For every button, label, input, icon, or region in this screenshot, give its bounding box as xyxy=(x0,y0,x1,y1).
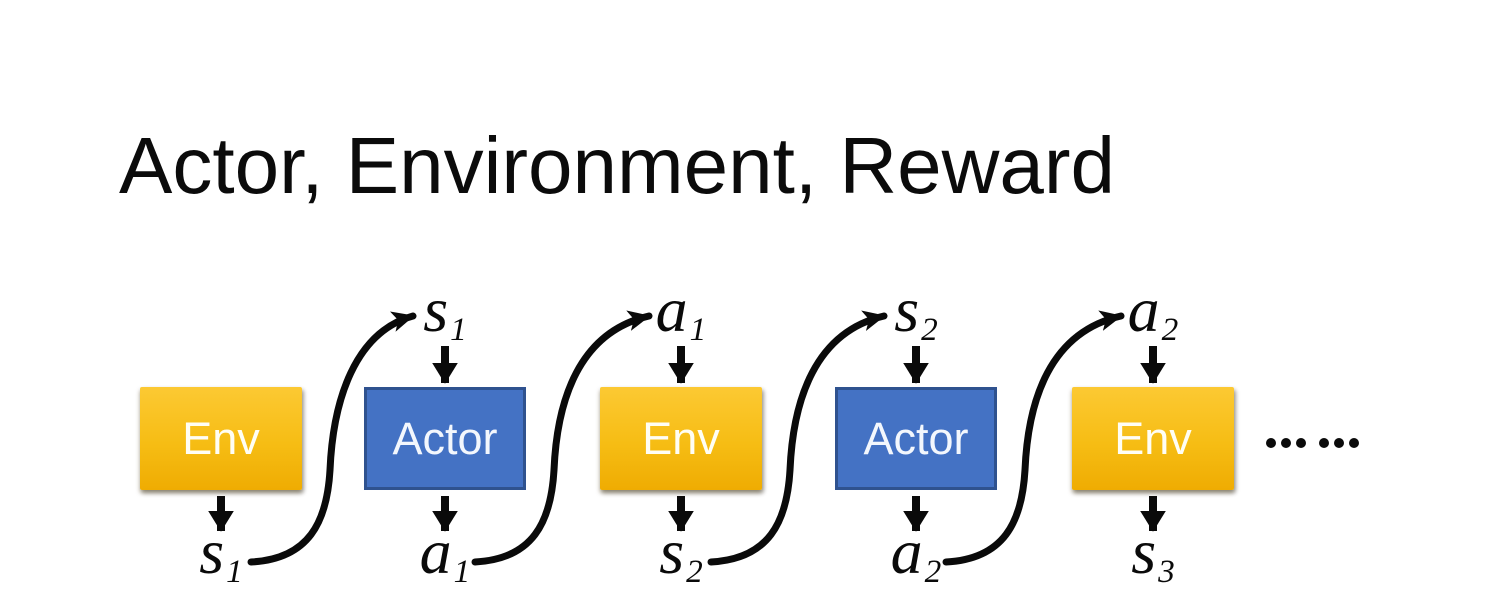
top-label-a1-base: a xyxy=(655,274,688,345)
bottom-label-a1: a1 xyxy=(420,520,471,588)
slide-title: Actor, Environment, Reward xyxy=(119,121,1115,210)
ellipsis-dot xyxy=(1319,438,1329,448)
bottom-label-a2-base: a xyxy=(890,516,923,587)
bottom-label-a2: a2 xyxy=(891,520,942,588)
top-label-s2-base: s xyxy=(894,274,920,345)
bottom-label-s1-base: s xyxy=(199,516,225,587)
bottom-label-a2-sub: 2 xyxy=(924,552,942,590)
env-box-label: Env xyxy=(182,413,260,464)
top-label-s1-sub: 1 xyxy=(450,310,467,348)
top-label-a2: a2 xyxy=(1128,278,1179,346)
actor-box-2: Actor xyxy=(364,387,526,490)
actor-box-label: Actor xyxy=(392,413,498,464)
ellipsis-dot xyxy=(1296,438,1306,448)
env-box-label: Env xyxy=(1114,413,1192,464)
top-label-a2-sub: 2 xyxy=(1161,310,1179,348)
top-label-s2-sub: 2 xyxy=(921,310,938,348)
env-box-label: Env xyxy=(642,413,720,464)
top-label-a1-sub: 1 xyxy=(689,310,707,348)
ellipsis-dot xyxy=(1281,438,1291,448)
continuation-ellipsis xyxy=(1266,438,1364,448)
bottom-label-s3-sub: 3 xyxy=(1158,552,1175,590)
actor-box-4: Actor xyxy=(835,387,997,490)
bottom-label-s2-base: s xyxy=(659,516,685,587)
top-label-s1-base: s xyxy=(423,274,449,345)
top-label-s2: s2 xyxy=(894,278,938,346)
top-label-a2-base: a xyxy=(1127,274,1160,345)
bottom-label-s2-sub: 2 xyxy=(686,552,703,590)
ellipsis-dot xyxy=(1266,438,1276,448)
actor-box-label: Actor xyxy=(863,413,969,464)
ellipsis-dot xyxy=(1349,438,1359,448)
top-label-s1: s1 xyxy=(423,278,467,346)
bottom-label-s1: s1 xyxy=(199,520,243,588)
ellipsis-dot xyxy=(1334,438,1344,448)
top-label-a1: a1 xyxy=(656,278,707,346)
env-box-1: Env xyxy=(140,387,302,490)
bottom-label-a1-sub: 1 xyxy=(453,552,471,590)
bottom-label-s1-sub: 1 xyxy=(226,552,243,590)
bottom-label-s2: s2 xyxy=(659,520,703,588)
env-box-3: Env xyxy=(600,387,762,490)
env-box-5: Env xyxy=(1072,387,1234,490)
bottom-label-s3: s3 xyxy=(1131,520,1175,588)
bottom-label-s3-base: s xyxy=(1131,516,1157,587)
bottom-label-a1-base: a xyxy=(419,516,452,587)
